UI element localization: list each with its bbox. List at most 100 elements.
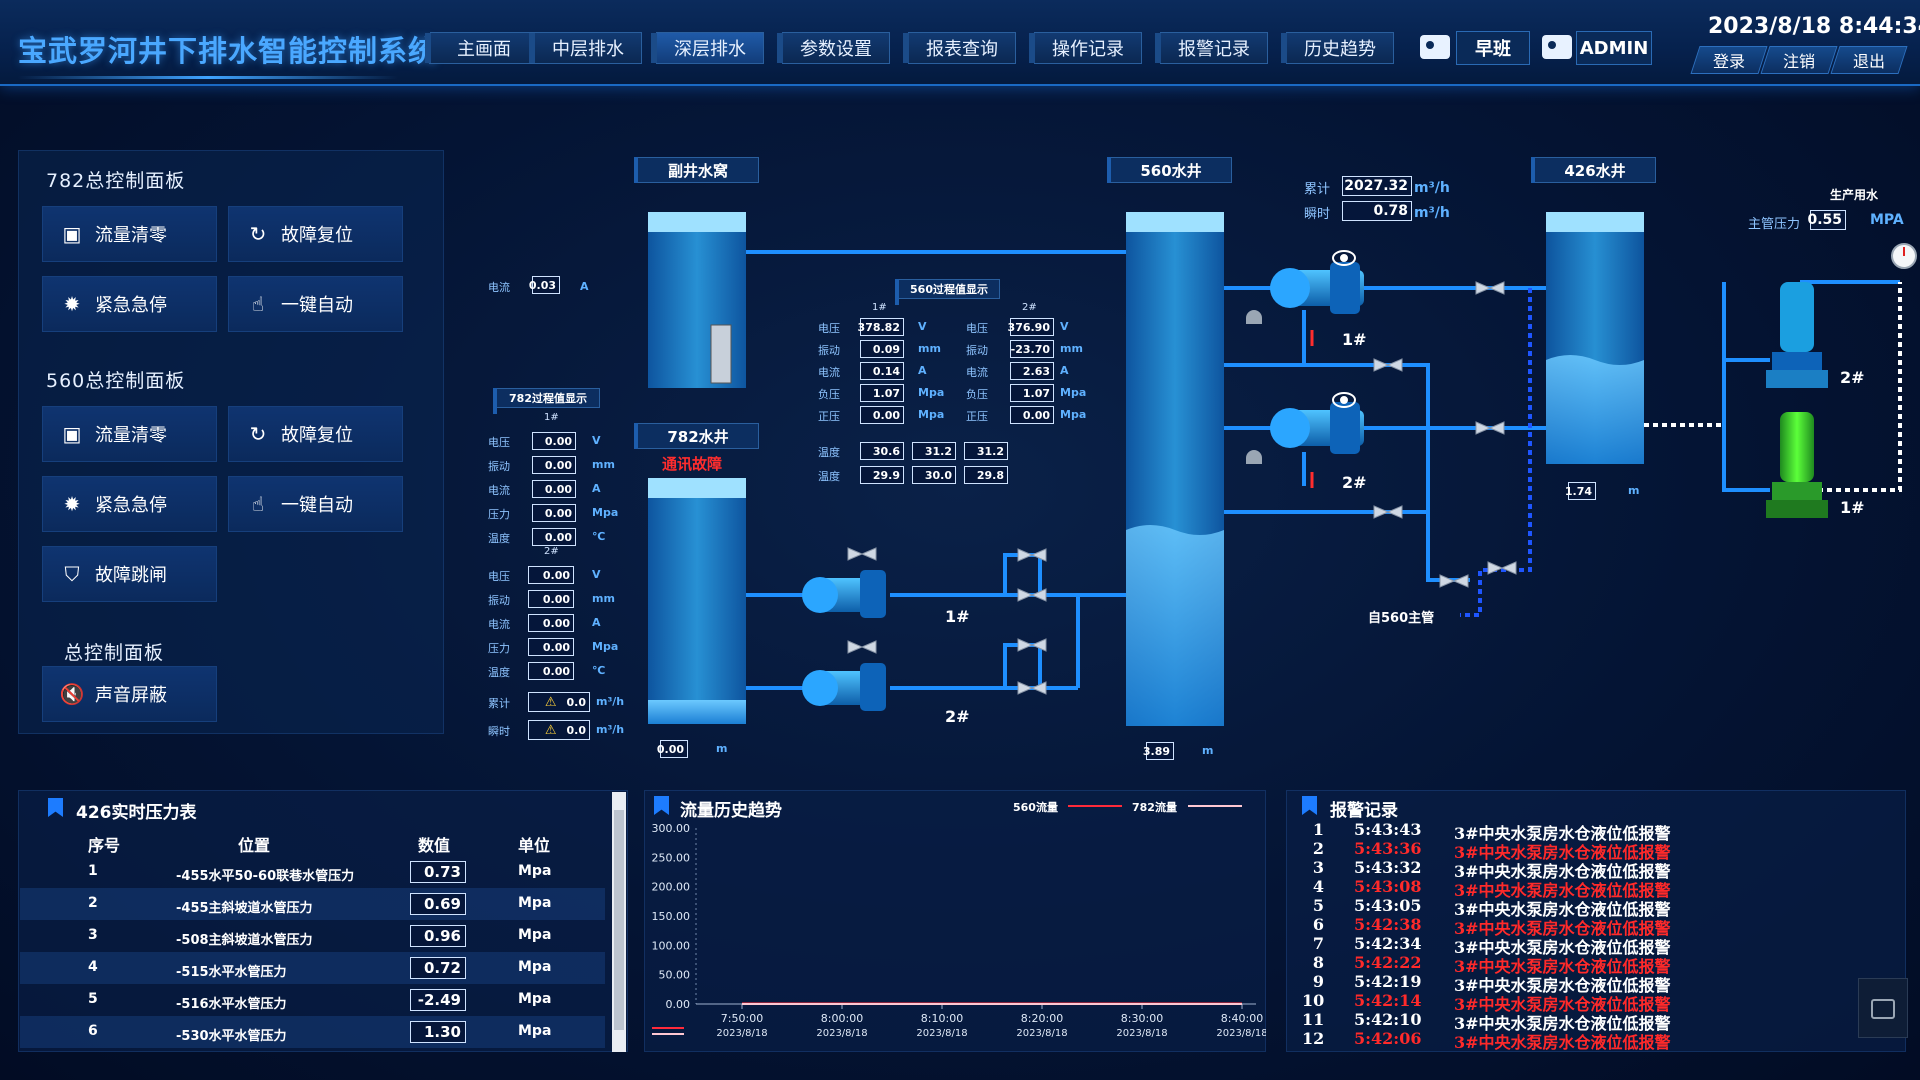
alarm-time: 5:42:19 [1354,972,1422,991]
row-unit: Mpa [518,991,552,1007]
alarm-message: 3#中央水泵房水仓液位低报警 [1454,900,1671,919]
chat-icon [1871,999,1895,1019]
782-emergency-stop-button[interactable]: ✹紧急急停 [42,276,217,332]
pump782-1-label: 电压 [488,436,510,449]
pump782-1-value: 0.00 [532,528,576,546]
x-tick-date: 2023/8/18 [1216,1028,1266,1039]
pump560-1-value: 378.82 [858,318,904,336]
alarm-time: 5:42:34 [1354,934,1422,953]
flow782-value-text: 0.0 [566,695,587,709]
alarm-no: 7 [1312,934,1324,953]
trend-chart: 300.00250.00200.00150.00100.0050.000.007… [652,822,1267,1039]
y-tick-label: 0.00 [666,998,691,1011]
row-value: 0.73 [410,861,466,883]
y-tick-label: 100.00 [652,939,691,952]
pump782-2-label: 温度 [488,666,510,679]
pump560-2-value: 0.00 [1010,406,1054,424]
sound-mute-button[interactable]: 🔇声音屏蔽 [42,666,217,722]
782-fault-reset-button[interactable]: ↻故障复位 [228,206,403,262]
pump560-2-unit: A [1060,364,1069,377]
560-emergency-stop-button[interactable]: ✹紧急急停 [42,476,217,532]
alarm-time: 5:43:36 [1354,839,1422,858]
level-426-unit: m [1628,484,1640,497]
current-value: 0.03 [529,276,560,294]
782-process-title: 782过程值显示 [493,388,600,414]
pump782-1-unit: ℃ [592,530,606,543]
temp560-value: 29.9 [860,466,904,484]
pump560-2-value: -23.70 [1010,340,1054,358]
782-auto-button[interactable]: ☝一键自动 [228,276,403,332]
trend-title: 流量历史趋势 [680,801,782,821]
560-auto-button[interactable]: ☝一键自动 [228,476,403,532]
bookmark-icon [1302,796,1317,815]
pump560-1-label: 电流 [818,366,840,379]
pump560-2-header: 2# [1022,302,1037,313]
side-toolbar[interactable] [1858,978,1908,1038]
nav-operation-log[interactable]: 操作记录 [1029,32,1142,64]
560-fault-trip-button[interactable]: ⛉故障跳闸 [42,546,217,602]
pump782-2-value: 0.00 [528,590,574,608]
pump782-1-header: 1# [544,412,559,423]
alarm-message: 3#中央水泵房水仓液位低报警 [1454,843,1671,862]
alarm-time: 5:43:08 [1354,877,1422,896]
flow560-total-unit: m³/h [1414,180,1450,196]
alarm-time: 5:42:06 [1354,1029,1422,1048]
row-unit: Mpa [518,863,552,879]
pump-426-2-label: 2# [1840,368,1865,387]
tank-label-426: 426水井 [1531,157,1656,183]
560-fault-reset-button[interactable]: ↻故障复位 [228,406,403,462]
nav-parameters[interactable]: 参数设置 [777,32,890,64]
from-560-main-label: 自560主管 [1368,611,1435,626]
nav-middle-drainage[interactable]: 中层排水 [529,32,642,64]
nav-reports[interactable]: 报表查询 [903,32,1016,64]
pressure-gauge-icon [1891,243,1917,269]
pump782-1-value: 0.00 [532,504,576,522]
alarm-time: 5:42:10 [1354,1010,1422,1029]
scrollbar-thumb[interactable] [614,810,624,1030]
nav-deep-drainage[interactable]: 深层排水 [651,32,764,64]
row-unit: Mpa [518,927,552,943]
main-pressure-unit: MPA [1870,212,1904,228]
560-flow-reset-button[interactable]: ▣流量清零 [42,406,217,462]
alarm-no: 11 [1302,1010,1325,1029]
shift-icon [1420,35,1450,59]
nav-alarm-log[interactable]: 报警记录 [1155,32,1268,64]
tank-560 [1126,212,1224,726]
row-value: 0.96 [410,925,466,947]
pump-782-1-label: 1# [945,607,970,626]
pump782-2-header: 2# [544,546,559,557]
pump560-1-label: 正压 [818,410,840,423]
hand-pointer-icon: ☝ [251,292,265,316]
main-pressure-value: 0.55 [1807,210,1846,230]
pump-782-2 [802,663,886,711]
level-782-unit: m [716,742,728,755]
current-label: 电流 [488,281,510,294]
y-tick-label: 50.00 [659,969,691,982]
pump782-2-value: 0.00 [528,566,574,584]
nav-history-trend[interactable]: 历史趋势 [1281,32,1394,64]
flow782-value: ⚠0.0 [528,720,590,740]
row-no: 3 [88,927,98,943]
flow782-label: 瞬时 [488,725,510,738]
pressure-table-scrollbar[interactable] [612,792,626,1052]
pump782-2-unit: Mpa [592,640,619,653]
pump560-2-label: 电流 [966,366,988,379]
legend-782-line [1188,805,1242,807]
782-flow-reset-button[interactable]: ▣流量清零 [42,206,217,262]
pump560-2-value: 2.63 [1010,362,1054,380]
flow782-label: 累计 [488,697,510,710]
production-water-label: 生产用水 [1830,188,1879,202]
col-value: 数值 [418,836,451,855]
pump560-1-label: 负压 [818,388,840,401]
tank-782 [648,478,746,724]
panel-total-title: 总控制面板 [64,642,165,664]
tank-label-560: 560水井 [1107,157,1232,183]
level-560-unit: m [1202,744,1214,757]
alarm-no: 5 [1312,896,1324,915]
alarm-time: 5:43:05 [1354,896,1422,915]
x-tick-date: 2023/8/18 [716,1028,767,1039]
alarm-no: 4 [1312,877,1324,896]
